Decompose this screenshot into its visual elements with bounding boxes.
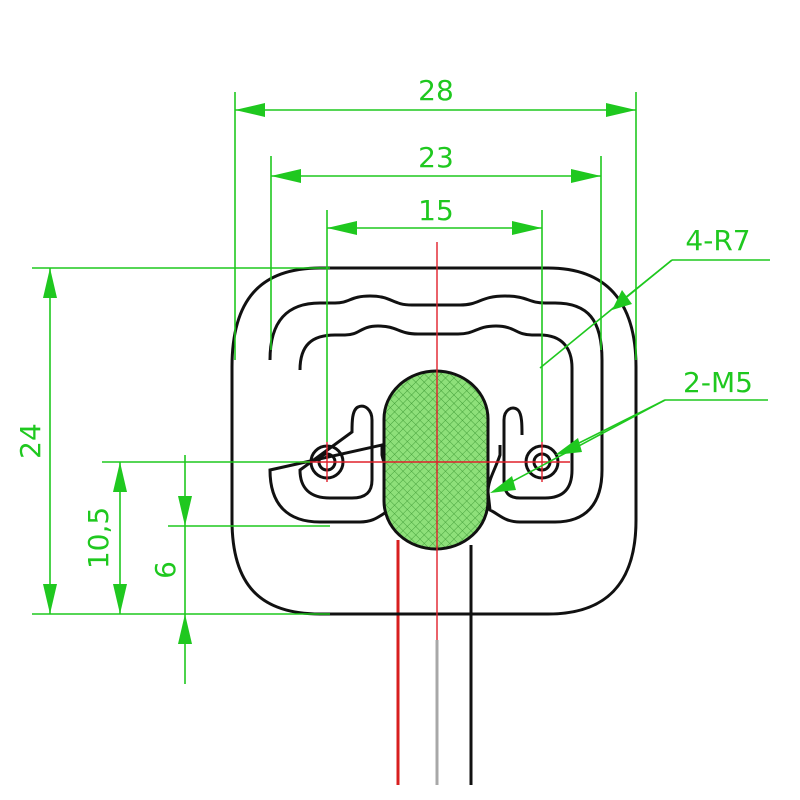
dimension-28-label: 28 bbox=[418, 74, 454, 107]
dimension-24: 24 bbox=[14, 267, 330, 615]
outer-body-outline bbox=[230, 266, 638, 616]
strain-gauge-pad bbox=[382, 369, 490, 551]
dimension-23-label: 23 bbox=[418, 141, 454, 174]
callout-holes: 2-M5 bbox=[490, 366, 768, 493]
callout-holes-label: 2-M5 bbox=[683, 366, 753, 399]
dimension-10-5-label: 10,5 bbox=[82, 507, 115, 569]
wire-leads bbox=[396, 540, 473, 785]
dimension-23: 23 bbox=[270, 141, 602, 350]
dimension-24-label: 24 bbox=[14, 423, 47, 459]
centerlines bbox=[300, 242, 570, 640]
dimension-15: 15 bbox=[326, 194, 543, 442]
dimension-28: 28 bbox=[234, 74, 637, 360]
dimension-6: 6 bbox=[149, 455, 330, 684]
callout-radius-label: 4-R7 bbox=[685, 224, 750, 257]
inner-flexure-outline bbox=[298, 324, 574, 500]
callout-radius: 4-R7 bbox=[539, 224, 770, 369]
dimension-15-label: 15 bbox=[418, 194, 454, 227]
dimension-10-5: 10,5 bbox=[82, 461, 310, 614]
dimension-6-label: 6 bbox=[149, 561, 182, 579]
